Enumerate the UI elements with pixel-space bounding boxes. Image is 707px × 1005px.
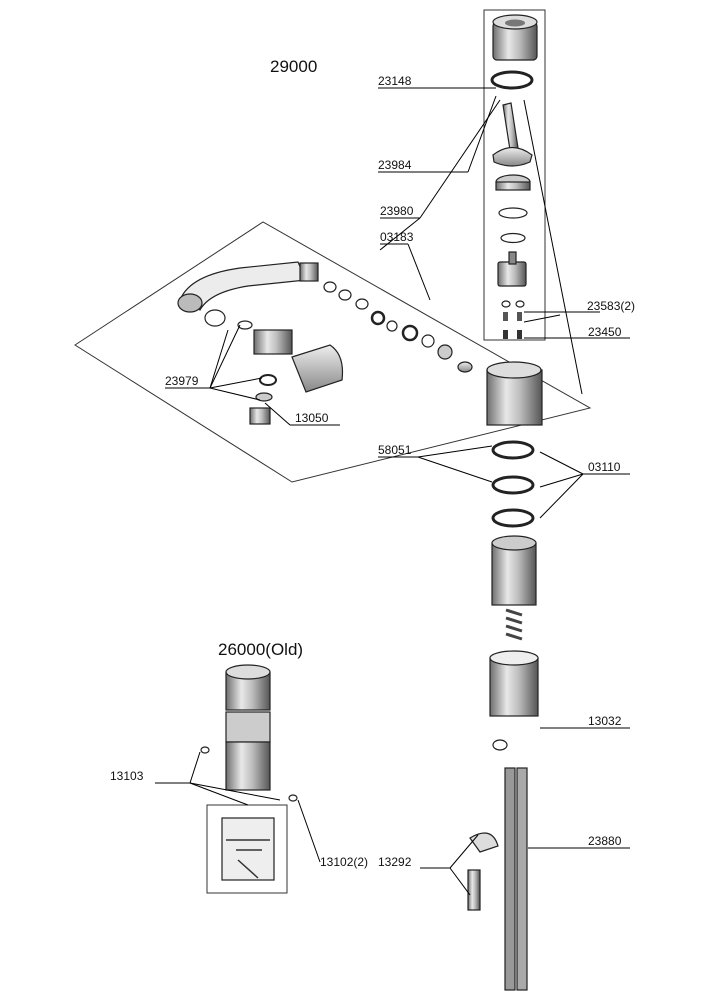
- label-23450: 23450: [588, 325, 622, 339]
- callout-lines: [155, 87, 630, 896]
- body-parts: [467, 440, 539, 991]
- label-03110: 03110: [588, 460, 621, 474]
- old-valve-parts: [200, 664, 298, 881]
- old-model-title: 26000(Old): [218, 640, 303, 659]
- model-title: 29000: [270, 57, 317, 76]
- label-13032: 13032: [588, 714, 622, 728]
- label-23583: 23583(2): [587, 299, 635, 313]
- label-13103: 13103: [110, 769, 144, 783]
- label-23984: 23984: [378, 158, 412, 172]
- label-23880: 23880: [588, 834, 622, 848]
- label-23979: 23979: [165, 374, 199, 388]
- label-23980: 23980: [380, 204, 414, 218]
- cartridge-frame: [483, 9, 546, 341]
- part-labels: 23148 23984 23980 03183 23583(2) 23450 2…: [110, 74, 635, 869]
- label-03183: 03183: [380, 230, 414, 244]
- label-58051: 58051: [378, 443, 412, 457]
- cartridge-parts: [490, 14, 538, 339]
- spout-parts: [177, 261, 543, 426]
- label-13102: 13102(2): [320, 855, 368, 869]
- label-13292: 13292: [378, 855, 412, 869]
- label-13050: 13050: [295, 411, 329, 425]
- spout-frame: [74, 221, 592, 483]
- label-23148: 23148: [378, 74, 412, 88]
